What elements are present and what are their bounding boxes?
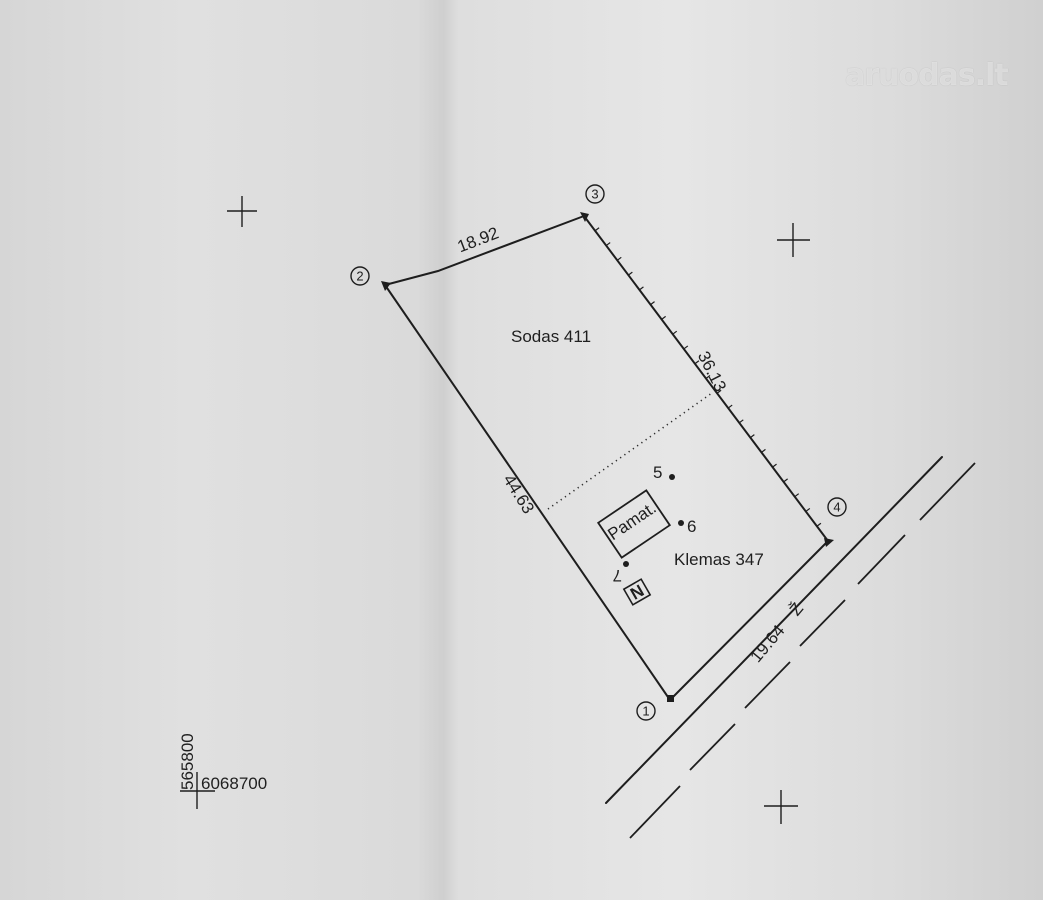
edge-tick bbox=[738, 419, 744, 424]
coordinate-x-label: 565800 bbox=[178, 733, 197, 790]
edge-tick bbox=[816, 522, 822, 527]
edge-tick bbox=[805, 507, 811, 512]
zone-division-line bbox=[547, 392, 713, 510]
edge-tick bbox=[750, 434, 755, 439]
edge-length-right: 36.13 bbox=[694, 348, 730, 395]
point-marker-3-label: 3 bbox=[591, 187, 598, 202]
edge-tick bbox=[616, 256, 622, 261]
grid-cross-3 bbox=[764, 790, 798, 824]
point-marker-2: 2 bbox=[350, 266, 370, 286]
north-symbol bbox=[622, 578, 652, 606]
edge-tick bbox=[761, 448, 766, 453]
vertex-7-label: 7 bbox=[613, 566, 622, 585]
vertex-7-dot bbox=[623, 561, 629, 567]
edge-tick bbox=[639, 286, 644, 291]
edge-tick bbox=[661, 315, 666, 320]
edge-length-top: 18.92 bbox=[455, 223, 502, 256]
point-marker-4-label: 4 bbox=[833, 500, 840, 515]
watermark-text: aruodas.lt bbox=[845, 58, 1009, 93]
edge-tick bbox=[672, 330, 678, 335]
edge-tick bbox=[794, 493, 800, 498]
edge-tick bbox=[727, 404, 733, 409]
edge-ticks bbox=[594, 227, 822, 527]
edge-tick bbox=[628, 271, 633, 276]
point-marker-3: 3 bbox=[585, 184, 605, 204]
building-outline bbox=[596, 489, 672, 559]
zone-label-klemas: Klemas 347 bbox=[674, 550, 764, 569]
watermark-logo: aruodas.lt bbox=[845, 58, 1009, 98]
coordinate-y-label: 6068700 bbox=[201, 774, 267, 793]
grid-cross-2 bbox=[777, 223, 810, 257]
edge-tick bbox=[650, 301, 655, 306]
edge-tick bbox=[783, 478, 788, 483]
edge-tick bbox=[605, 242, 611, 247]
vertex-5-label: 5 bbox=[653, 463, 662, 482]
edge-bottom-suffix: Ž bbox=[786, 599, 807, 619]
edge-tick bbox=[705, 375, 711, 379]
vertex-6-label: 6 bbox=[687, 517, 696, 536]
edge-tick bbox=[772, 463, 777, 468]
edge-tick bbox=[594, 227, 600, 232]
edge-tick bbox=[716, 389, 722, 394]
edge-length-bottom: 19.64 bbox=[747, 621, 789, 666]
road bbox=[605, 456, 976, 839]
point-marker-1: 1 bbox=[636, 701, 656, 721]
edge-tick bbox=[694, 360, 700, 365]
point-marker-4: 4 bbox=[827, 497, 847, 517]
grid-cross-1 bbox=[227, 196, 257, 227]
edge-tick bbox=[683, 345, 689, 350]
point-marker-1-label: 1 bbox=[642, 704, 649, 719]
zone-label-sodas: Sodas 411 bbox=[511, 327, 591, 346]
coordinate-cross bbox=[180, 772, 215, 809]
point-marker-2-label: 2 bbox=[356, 269, 363, 284]
vertex-6-dot bbox=[678, 520, 684, 526]
parcel-boundary bbox=[381, 212, 834, 702]
vertex-5-dot bbox=[669, 474, 675, 480]
edge-length-left: 44.63 bbox=[499, 471, 538, 517]
